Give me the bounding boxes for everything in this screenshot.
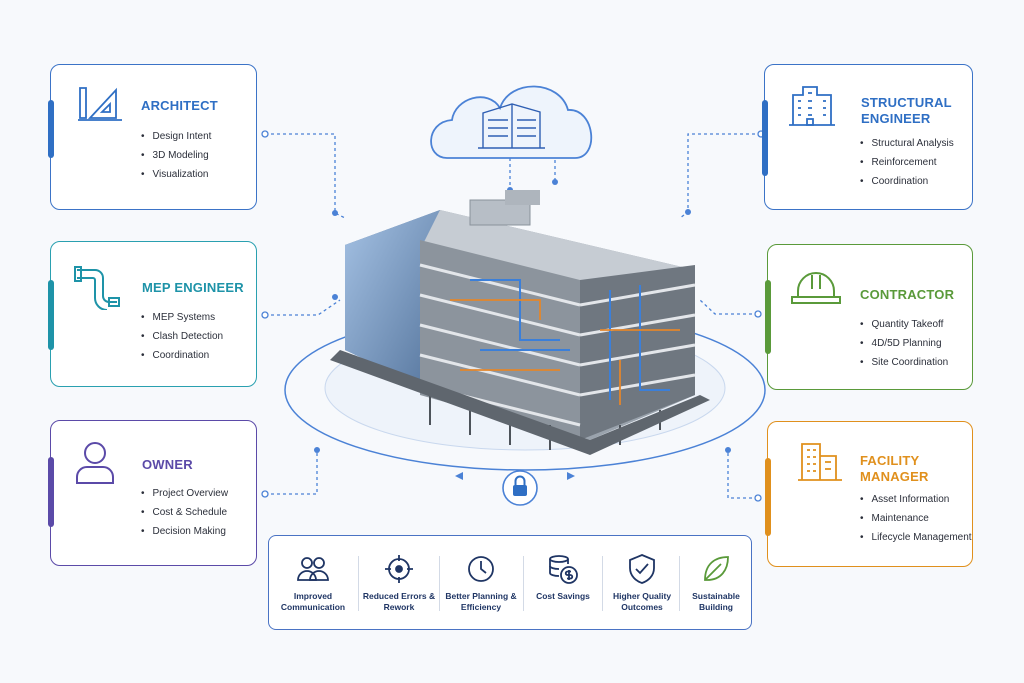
list-item: Structural Analysis	[860, 134, 954, 153]
list-item: Visualization	[141, 165, 211, 184]
shield-check-icon	[629, 554, 655, 584]
benefit-label: Higher Quality Outcomes	[612, 591, 672, 612]
mep-engineer-title: MEP ENGINEER	[142, 280, 244, 295]
list-item: 4D/5D Planning	[860, 334, 948, 353]
benefit-label: Cost Savings	[536, 591, 590, 601]
facility-accent-bar	[765, 458, 771, 536]
connector-owner	[265, 450, 318, 495]
list-item: 3D Modeling	[141, 146, 211, 165]
benefit-label: Improved Communication	[280, 591, 346, 612]
drafting-tools-icon	[76, 82, 124, 127]
divider	[602, 556, 603, 611]
connector-facility	[727, 450, 758, 499]
divider	[679, 556, 680, 611]
mep-accent-bar	[48, 280, 54, 350]
list-item: Site Coordination	[860, 353, 949, 372]
contractor-title: CONTRACTOR	[860, 287, 955, 302]
clock-icon	[468, 556, 494, 582]
structural-accent-bar	[762, 100, 768, 176]
owner-list: Project Overview Cost & Schedule Decisio…	[141, 484, 229, 541]
pipe-icon	[73, 262, 121, 315]
orbit-arrow-left	[455, 472, 463, 480]
facility-manager-title: FACILITY MANAGER	[860, 453, 929, 484]
list-item: Reinforcement	[860, 153, 954, 172]
people-icon	[297, 557, 329, 581]
coins-icon	[549, 555, 578, 584]
benefit-cost-savings: Cost Savings	[525, 536, 601, 631]
benefit-label: Sustainable Building	[692, 591, 740, 612]
benefit-higher-quality: Higher Quality Outcomes	[604, 536, 680, 631]
benefit-better-planning: Better Planning & Efficiency	[441, 536, 521, 631]
connector-architect	[265, 133, 346, 219]
benefit-reduced-errors: Reduced Errors & Rework	[361, 536, 437, 631]
office-building-icon	[796, 440, 844, 489]
connector-contractor	[699, 299, 758, 315]
building-icon	[787, 81, 837, 134]
list-item: Lifecycle Management	[860, 528, 972, 547]
list-item: Decision Making	[141, 522, 228, 541]
architect-accent-bar	[48, 100, 54, 158]
benefit-sustainable-building: Sustainable Building	[681, 536, 751, 631]
cloud-building-icon	[430, 85, 593, 159]
orbit-arrow-right	[567, 472, 575, 480]
connector-structural	[679, 133, 761, 219]
lock-icon	[502, 470, 538, 506]
architect-title: ARCHITECT	[141, 98, 218, 113]
list-item: Quantity Takeoff	[860, 315, 948, 334]
divider	[358, 556, 359, 611]
target-icon	[385, 555, 413, 583]
list-item: Clash Detection	[141, 327, 224, 346]
contractor-list: Quantity Takeoff 4D/5D Planning Site Coo…	[860, 315, 949, 372]
benefit-improved-communication: Improved Communication	[273, 536, 353, 631]
structural-engineer-list: Structural Analysis Reinforcement Coordi…	[860, 134, 954, 191]
owner-accent-bar	[48, 457, 54, 527]
facility-manager-list: Asset Information Maintenance Lifecycle …	[860, 490, 972, 547]
person-icon	[73, 439, 117, 492]
facility-manager-card: FACILITY MANAGER Asset Information Maint…	[765, 421, 973, 567]
structural-engineer-title: STRUCTURAL ENGINEER	[861, 95, 952, 126]
divider	[523, 556, 524, 611]
mep-engineer-card: MEP ENGINEER MEP Systems Clash Detection…	[48, 241, 257, 387]
list-item: Asset Information	[860, 490, 972, 509]
benefits-panel: Improved Communication Reduced Errors & …	[268, 535, 752, 630]
list-item: Project Overview	[141, 484, 229, 503]
hard-hat-icon	[790, 267, 842, 312]
bim-building-model	[330, 190, 710, 455]
structural-engineer-card: STRUCTURAL ENGINEER Structural Analysis …	[762, 64, 973, 210]
contractor-card: CONTRACTOR Quantity Takeoff 4D/5D Planni…	[765, 244, 973, 390]
benefit-label: Better Planning & Efficiency	[445, 591, 517, 612]
list-item: Cost & Schedule	[141, 503, 228, 522]
list-item: Maintenance	[860, 509, 972, 528]
list-item: Coordination	[860, 172, 954, 191]
divider	[439, 556, 440, 611]
mep-engineer-list: MEP Systems Clash Detection Coordination	[141, 308, 224, 365]
benefit-label: Reduced Errors & Rework	[362, 591, 436, 612]
owner-title: OWNER	[142, 457, 193, 472]
architect-card: ARCHITECT Design Intent 3D Modeling Visu…	[48, 64, 257, 210]
leaf-icon	[704, 556, 729, 581]
list-item: Design Intent	[141, 127, 212, 146]
architect-list: Design Intent 3D Modeling Visualization	[141, 127, 212, 184]
contractor-accent-bar	[765, 280, 771, 354]
owner-card: OWNER Project Overview Cost & Schedule D…	[48, 420, 257, 566]
connector-mep	[265, 299, 341, 316]
list-item: Coordination	[141, 346, 223, 365]
list-item: MEP Systems	[141, 308, 223, 327]
